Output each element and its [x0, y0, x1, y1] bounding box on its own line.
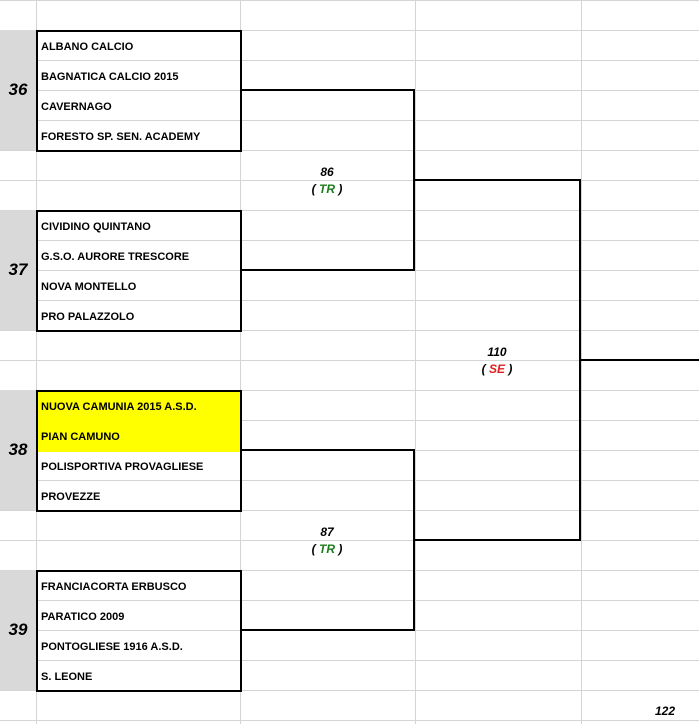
team-cell[interactable]: G.S.O. AURORE TRESCORE: [41, 251, 190, 263]
team-cell[interactable]: PONTOGLIESE 1916 A.S.D.: [41, 641, 183, 653]
group-team-box-36: ALBANO CALCIO BAGNATICA CALCIO 2015 CAVE…: [36, 30, 242, 152]
team-cell[interactable]: PRO PALAZZOLO: [41, 311, 135, 323]
team-cell[interactable]: CIVIDINO QUINTANO: [41, 221, 151, 233]
team-cell[interactable]: PROVEZZE: [41, 491, 101, 503]
team-cell[interactable]: FRANCIACORTA ERBUSCO: [41, 581, 187, 593]
match-number: 87: [320, 525, 334, 539]
group-team-box-38: NUOVA CAMUNIA 2015 A.S.D. PIAN CAMUNO PO…: [36, 390, 242, 512]
group-number-36: 36: [0, 30, 36, 150]
match-code: TR: [319, 182, 335, 196]
team-cell-highlighted[interactable]: NUOVA CAMUNIA 2015 A.S.D.: [38, 392, 240, 422]
match-code: TR: [319, 542, 335, 556]
team-cell-highlighted[interactable]: PIAN CAMUNO: [38, 422, 240, 452]
page-number: 122: [654, 704, 675, 718]
team-cell[interactable]: FORESTO SP. SEN. ACADEMY: [41, 131, 201, 143]
group-team-box-37: CIVIDINO QUINTANO G.S.O. AURORE TRESCORE…: [36, 210, 242, 332]
team-cell[interactable]: CAVERNAGO: [41, 101, 112, 113]
match-label-86: 86 ( TR ): [295, 164, 359, 198]
match-number: 86: [320, 165, 334, 179]
match-label-87: 87 ( TR ): [295, 524, 359, 558]
match-code: SE: [488, 362, 505, 376]
team-cell[interactable]: BAGNATICA CALCIO 2015: [41, 71, 179, 83]
group-team-box-39: FRANCIACORTA ERBUSCO PARATICO 2009 PONTO…: [36, 570, 242, 692]
team-cell[interactable]: POLISPORTIVA PROVAGLIESE: [41, 461, 204, 473]
group-number-37: 37: [0, 210, 36, 330]
team-cell[interactable]: S. LEONE: [41, 671, 93, 683]
team-cell[interactable]: ALBANO CALCIO: [41, 41, 134, 53]
group-number-38: 38: [0, 390, 36, 510]
match-number: 110: [487, 345, 507, 359]
match-label-110: 110 ( SE ): [465, 344, 529, 378]
team-cell[interactable]: NOVA MONTELLO: [41, 281, 137, 293]
group-number-39: 39: [0, 570, 36, 690]
team-cell[interactable]: PARATICO 2009: [41, 611, 125, 623]
